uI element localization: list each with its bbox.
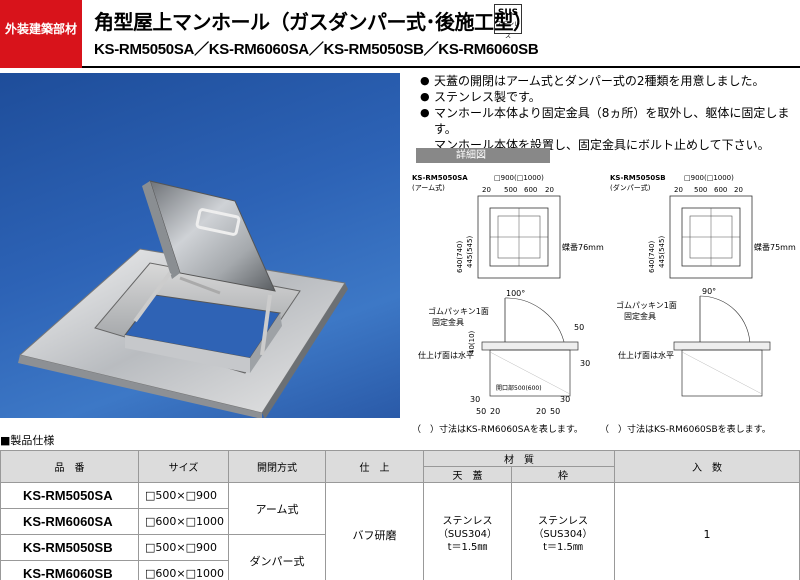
col-size: サイズ — [138, 450, 229, 483]
product-photo — [0, 73, 400, 418]
model-cell: KS-RM5050SA — [0, 482, 139, 509]
dim-side-inner: 445(545) — [466, 236, 474, 268]
finish-label: 仕上げ面は水平 — [418, 350, 474, 360]
col-frame: 枠 — [511, 466, 615, 483]
material-line: （SUS304） — [533, 529, 593, 540]
detail-model: KS-RM5050SB — [610, 174, 666, 182]
material-line: t＝1.5㎜ — [543, 542, 583, 553]
category-tag: 外装建築部材 — [0, 0, 82, 68]
table-row: KS-RM5050SB □500×□900 ダンパー式 — [0, 534, 800, 580]
size-cell: □500×□900 — [138, 534, 229, 561]
col-mechanism: 開閉方式 — [228, 450, 326, 483]
dim-top: 20 — [734, 186, 743, 194]
material-line: （SUS304） — [437, 529, 498, 540]
spec-table: 品 番 サイズ 開閉方式 仕 上 材 質 入 数 天 蓋 枠 KS-RM5050… — [0, 450, 800, 580]
dim-outer: □900(□1000) — [494, 174, 544, 182]
model-numbers: KS-RM5050SA／KS-RM6060SA／KS-RM5050SB／KS-R… — [94, 41, 539, 58]
dim-side-inner: 445(545) — [658, 236, 666, 268]
model-cell: KS-RM5050SB — [0, 534, 139, 561]
col-product: 品 番 — [0, 450, 139, 483]
size-cell: □600×□1000 — [138, 560, 229, 580]
detail-type: (ダンパー式) — [610, 183, 651, 192]
col-finish: 仕 上 — [325, 450, 424, 483]
model-cell: KS-RM6060SB — [0, 560, 139, 580]
detail-damper-type: KS-RM5050SB (ダンパー式) □900(□1000) 20 500 6… — [610, 174, 796, 397]
size-cell: □600×□1000 — [138, 508, 229, 535]
dim-bottom: 20 — [536, 407, 546, 416]
dim-top: 500 — [694, 186, 707, 194]
feature-item: マンホール本体より固定金具（8ヵ所）を取外し、躯体に固定します。 — [420, 105, 795, 137]
dim-top: 20 — [482, 186, 491, 194]
spec-title: ■製品仕様 — [0, 434, 55, 447]
frame-material-cell: ステンレス （SUS304） t＝1.5㎜ — [511, 482, 615, 580]
detail-drawings: KS-RM5050SA (アーム式) □900(□1000) 20 500 60… — [412, 174, 796, 416]
open-angle: 90° — [702, 287, 716, 296]
finish-label: 仕上げ面は水平 — [618, 350, 674, 360]
table-row: KS-RM5050SA □500×□900 アーム式 バフ研磨 ステンレス （S… — [0, 482, 800, 580]
dim-bottom: 30 — [580, 359, 590, 368]
dim-bottom: 20 — [490, 407, 500, 416]
gasket-label: ゴムパッキン1面 — [428, 306, 489, 316]
material-line: ステンレス — [442, 516, 493, 527]
mechanism-cell: ダンパー式 — [228, 534, 326, 580]
dim-outer: □900(□1000) — [684, 174, 734, 182]
bracket-label: 固定金具 — [432, 317, 464, 327]
feature-list: 天蓋の開閉はアーム式とダンパー式の2種類を用意しました。 ステンレス製です。 マ… — [420, 73, 795, 153]
material-line: t＝1.5㎜ — [447, 542, 488, 553]
table-row: KS-RM6060SB □600×□1000 — [0, 560, 800, 580]
feature-item: ステンレス製です。 — [420, 89, 795, 105]
dim-bottom: 50 — [550, 407, 560, 416]
page-header: 外装建築部材 角型屋上マンホール（ガスダンパー式･後施工型） KS-RM5050… — [0, 0, 800, 68]
quantity-cell: 1 — [614, 482, 800, 580]
detail-note-arm: （ ）寸法はKS-RM6060SAを表します。 — [412, 425, 583, 435]
dim-top: 20 — [545, 186, 554, 194]
col-quantity: 入 数 — [614, 450, 800, 483]
size-cell: □500×□900 — [138, 482, 229, 509]
finish-cell: バフ研磨 — [325, 482, 424, 580]
col-material: 材 質 — [423, 450, 615, 467]
dim-bottom: 40(10) — [468, 330, 476, 354]
model-cell: KS-RM6060SA — [0, 508, 139, 535]
dim-top: 20 — [674, 186, 683, 194]
dim-top: 600 — [714, 186, 727, 194]
material-line: ステンレス — [538, 516, 588, 527]
bracket-label: 固定金具 — [624, 311, 656, 321]
detail-type: (アーム式) — [412, 183, 445, 192]
dim-bottom: 50 — [574, 323, 584, 332]
product-title: 角型屋上マンホール（ガスダンパー式･後施工型） — [94, 10, 533, 34]
col-lid: 天 蓋 — [423, 466, 512, 483]
lid-material-cell: ステンレス （SUS304） t＝1.5㎜ — [423, 482, 512, 580]
sus-badge-label: SUS — [497, 8, 519, 18]
sus-badge: SUS ステンレス — [494, 4, 522, 40]
gasket-label: ゴムパッキン1面 — [616, 300, 677, 310]
feature-item: 天蓋の開閉はアーム式とダンパー式の2種類を用意しました。 — [420, 73, 795, 89]
opening-dim: 開口部500(600) — [496, 384, 542, 392]
hinge-size: 蝶番75mm — [754, 242, 796, 252]
detail-drawing-label: 詳細図 — [416, 148, 550, 163]
dim-top: 500 — [504, 186, 517, 194]
dim-bottom: 50 — [476, 407, 486, 416]
detail-note-damper: （ ）寸法はKS-RM6060SBを表します。 — [600, 425, 771, 435]
detail-arm-type: KS-RM5050SA (アーム式) □900(□1000) 20 500 60… — [412, 174, 604, 416]
dim-bottom: 30 — [560, 395, 570, 404]
table-row: KS-RM6060SA □600×□1000 — [0, 508, 800, 535]
dim-top: 600 — [524, 186, 537, 194]
sus-badge-sublabel: ステンレス — [495, 21, 520, 40]
mechanism-cell: アーム式 — [228, 482, 326, 535]
detail-model: KS-RM5050SA — [412, 174, 468, 182]
hinge-size: 蝶番76mm — [562, 242, 604, 252]
manhole-illustration — [18, 180, 348, 418]
dim-bottom: 30 — [470, 395, 480, 404]
dim-side-outer: 640(740) — [648, 241, 656, 273]
dim-side-outer: 640(740) — [456, 241, 464, 273]
open-angle: 100° — [506, 289, 525, 298]
